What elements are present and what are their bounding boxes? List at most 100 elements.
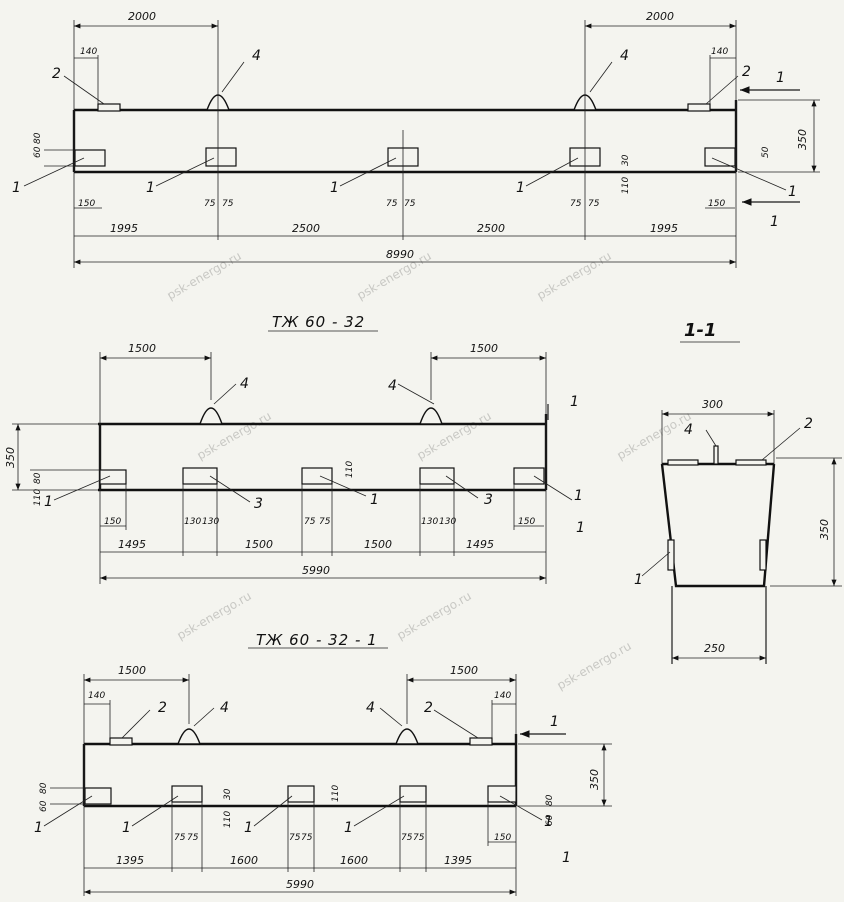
- leader-line: [353, 795, 405, 827]
- dim-label: 110: [33, 489, 43, 506]
- leader-line: [525, 157, 579, 187]
- dim-label: 75: [187, 833, 199, 843]
- position-label: 1: [122, 820, 131, 836]
- dim-label: 150: [78, 199, 95, 209]
- leader-line: [499, 795, 543, 821]
- leader-line: [397, 383, 435, 405]
- leader-line: [209, 475, 251, 503]
- position-label: 1: [44, 494, 53, 510]
- leader-line: [221, 61, 245, 93]
- embedded-plate-1: [287, 785, 315, 803]
- dim-label: 350: [4, 447, 17, 468]
- dim-label: 60: [39, 800, 49, 812]
- dim-label: 75: [301, 833, 313, 843]
- dim-label: 1600: [230, 854, 258, 867]
- dim-label: 1995: [110, 222, 138, 235]
- dim-label: 150: [708, 199, 725, 209]
- embedded-plate-4: [667, 459, 699, 466]
- dim-label: 80: [33, 472, 43, 484]
- view-mid: ТЖ 60 - 32 1500 1500: [4, 313, 585, 584]
- dim-label: 75: [289, 833, 301, 843]
- watermark-text: psk-energo.ru: [165, 249, 244, 303]
- leader-line: [705, 75, 739, 105]
- leader-line: [379, 707, 403, 727]
- leader-line: [445, 475, 479, 499]
- dim-label: 110: [223, 811, 233, 828]
- dim-label: 75: [570, 199, 582, 209]
- section-title: 1-1: [684, 320, 717, 341]
- dim-label: 75: [404, 199, 416, 209]
- section-mark: 1: [570, 394, 579, 410]
- dim-label: 1995: [650, 222, 678, 235]
- section-mark: 1: [550, 714, 559, 730]
- position-label: 4: [620, 48, 629, 64]
- position-label: 1: [370, 492, 379, 508]
- leader-line: [711, 157, 787, 191]
- dim-label: 30: [223, 788, 233, 800]
- position-label: 2: [424, 700, 433, 716]
- dim-label: 75: [222, 199, 234, 209]
- position-label: 1: [574, 488, 583, 504]
- dim-label: 60: [33, 146, 43, 158]
- dim-label: 130: [202, 517, 219, 527]
- dim-label: 1500: [450, 664, 478, 677]
- leader-line: [705, 429, 717, 447]
- watermark-text: psk-energo.ru: [615, 409, 694, 463]
- watermark-text: psk-energo.ru: [395, 589, 474, 643]
- view-bot: ТЖ 60 - 32 - 1 1: [34, 631, 612, 896]
- embedded-plate-2: [469, 737, 493, 746]
- leader-line: [63, 75, 105, 105]
- section-mark: 1: [770, 214, 779, 230]
- leader-line: [433, 709, 479, 739]
- dim-label: 1500: [245, 538, 273, 551]
- section-1-1: 1-1 300 250 350 4 2 1: [634, 320, 842, 664]
- dim-label: 150: [494, 833, 511, 843]
- embedded-plate-1: [84, 787, 112, 805]
- position-label: 1: [244, 820, 253, 836]
- dim-label: 75: [174, 833, 186, 843]
- section-mark: 1: [776, 70, 785, 86]
- dim-label: 1495: [118, 538, 146, 551]
- dim-label: 1500: [118, 664, 146, 677]
- position-label: 2: [158, 700, 167, 716]
- dim-label: 140: [494, 691, 511, 701]
- lifting-loop-4: [394, 728, 420, 745]
- dim-label: 150: [104, 517, 121, 527]
- dim-label: 80: [33, 132, 43, 144]
- embedded-plate-2: [97, 103, 121, 112]
- embedded-plate-1: [301, 467, 333, 485]
- embedded-plate-3: [182, 467, 218, 485]
- leader-line: [339, 157, 397, 187]
- dim-label: 140: [88, 691, 105, 701]
- dim-label: 60: [545, 814, 555, 826]
- dim-label: 110: [331, 785, 341, 802]
- dim-label: 2500: [477, 222, 505, 235]
- position-label: 4: [240, 376, 249, 392]
- dim-label: 5990: [286, 878, 314, 891]
- dim-label: 75: [413, 833, 425, 843]
- dim-label: 1600: [340, 854, 368, 867]
- dim-label: 75: [588, 199, 600, 209]
- lifting-loop-4: [176, 728, 202, 745]
- watermark-text: psk-energo.ru: [535, 249, 614, 303]
- position-label: 2: [742, 64, 751, 80]
- leader-line: [253, 795, 293, 827]
- position-label: 1: [788, 184, 797, 200]
- leader-line: [213, 383, 237, 405]
- dim-label: 8990: [386, 248, 414, 261]
- dim-label: 350: [818, 519, 831, 540]
- position-label: 1: [146, 180, 155, 196]
- leader-line: [533, 475, 573, 501]
- watermark-text: psk-energo.ru: [555, 639, 634, 693]
- position-label: 1: [634, 572, 643, 588]
- leader-line: [131, 795, 179, 827]
- position-label: 4: [388, 378, 397, 394]
- dim-label: 2000: [128, 10, 156, 23]
- dim-label: 130: [421, 517, 438, 527]
- dim-label: 110: [621, 177, 631, 194]
- position-label: 2: [804, 416, 813, 432]
- position-label: 4: [366, 700, 375, 716]
- dim-label: 1495: [466, 538, 494, 551]
- lifting-loop-4: [713, 445, 719, 465]
- dim-label: 80: [545, 794, 555, 806]
